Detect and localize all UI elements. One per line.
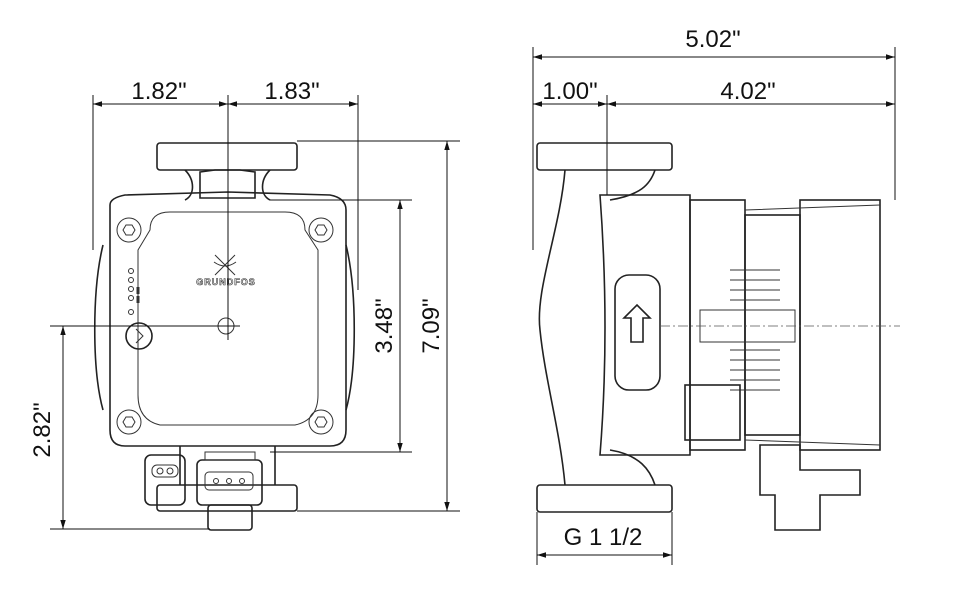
dim-label-right-half: 1.83" (264, 78, 319, 105)
dim-label-flange-to-axis: 1.00" (542, 78, 597, 105)
motor-end (799, 199, 881, 451)
pump-body (93, 244, 356, 411)
thread-size-label: G 1 1/2 (564, 524, 643, 551)
side-plug (759, 444, 861, 531)
dim-label-left-half: 1.82" (131, 78, 186, 105)
side-pump-body (538, 169, 656, 486)
chevron-right-icon (135, 328, 144, 344)
control-panel (137, 211, 319, 426)
led-indicators (128, 268, 140, 316)
side-connector (684, 384, 741, 441)
front-view: GRUNDFOS (29, 78, 460, 531)
svg-text:GRUNDFOS: GRUNDFOS (196, 277, 256, 287)
motor-section (744, 214, 801, 436)
bottom-flange (156, 484, 298, 512)
dim-label-control-box: 3.48" (371, 298, 398, 353)
dim-label-total-length: 5.02" (685, 26, 740, 53)
side-bottom-flange (536, 484, 673, 513)
side-view: 5.02" 1.00" 4.02" G 1 1/2 (532, 26, 900, 565)
dim-label-axis-to-end: 4.02" (720, 78, 775, 105)
motor-flange (689, 199, 746, 451)
dim-label-height-total: 7.09" (418, 298, 445, 353)
top-flange (156, 142, 298, 171)
side-top-flange (536, 142, 673, 171)
top-neck (184, 169, 271, 201)
motor-outline (744, 204, 881, 446)
direction-plate (614, 274, 661, 391)
arrow-up-icon (622, 303, 652, 343)
mode-button (125, 322, 153, 350)
control-box (109, 191, 347, 447)
grundfos-logo: GRUNDFOS (196, 254, 256, 287)
screw-icon (116, 217, 334, 435)
dim-label-center-to-base: 2.82" (29, 402, 56, 457)
cooling-fins (730, 269, 780, 391)
electrical-connectors (144, 451, 263, 531)
pump-housing (599, 194, 691, 456)
